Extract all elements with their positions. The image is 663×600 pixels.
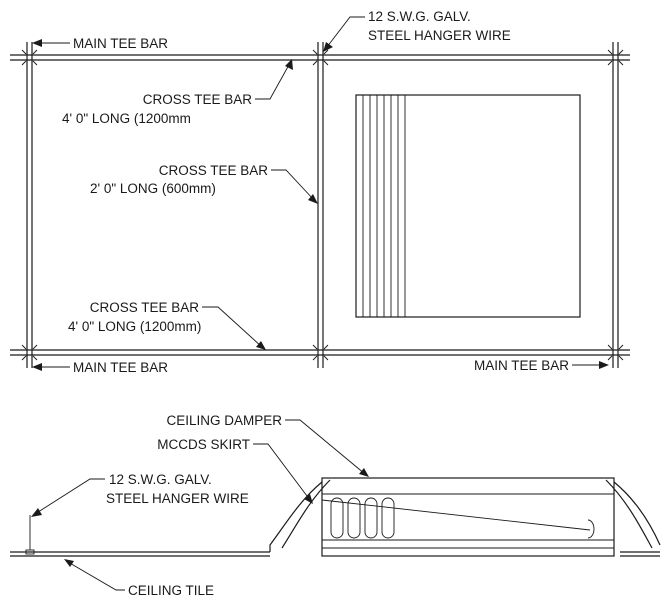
arrow-skirt: [304, 494, 313, 504]
plan-view: MAIN TEE BAR 12 S.W.G. GALV. STEEL HANGE…: [10, 9, 630, 375]
label-cross-tee-2-line2: 2' 0" LONG (600mm): [90, 181, 216, 196]
section-view: CEILING DAMPER MCCDS SKIRT 12 S.W.G. GAL…: [10, 413, 661, 598]
skirt-left-outer: [269, 481, 323, 552]
label-hanger-top-line1: 12 S.W.G. GALV.: [368, 9, 471, 24]
damper-pivot: [587, 519, 595, 539]
label-cross-tee-2-line1: CROSS TEE BAR: [159, 163, 269, 178]
ceiling-damper-plan: [355, 94, 581, 318]
ceiling-damper-section: [321, 477, 615, 557]
label-cross-tee-3-line1: CROSS TEE BAR: [90, 300, 200, 315]
label-hanger-section-line1: 12 S.W.G. GALV.: [109, 472, 212, 487]
label-hanger-top-line2: STEEL HANGER WIRE: [368, 28, 511, 43]
junction-ticks: [21, 49, 624, 361]
arrow-ceiling-damper: [359, 468, 369, 477]
leader-cross-tee-3: [202, 306, 263, 348]
damper-blades-plan: [362, 95, 406, 317]
label-ceiling-damper: CEILING DAMPER: [166, 413, 282, 428]
arrow-cross-tee-2: [308, 194, 318, 204]
skirt-left-inner: [281, 479, 331, 549]
damper-coils: [330, 497, 395, 539]
label-main-tee-bottom-right: MAIN TEE BAR: [474, 358, 569, 373]
arrow-cross-tee-3: [256, 341, 266, 350]
leader-ceiling-tile: [67, 561, 125, 591]
skirt-right-outer: [613, 481, 661, 546]
arrow-hanger-section: [31, 508, 42, 517]
leader-cross-tee-2: [271, 169, 315, 201]
label-cross-tee-1-line1: CROSS TEE BAR: [143, 92, 253, 107]
label-main-tee-top: MAIN TEE BAR: [73, 36, 168, 51]
leader-ceiling-damper: [285, 419, 366, 475]
arrow-main-tee-bottom-right: [599, 361, 609, 369]
label-ceiling-tile: CEILING TILE: [128, 583, 214, 598]
hanger-clip: [25, 549, 35, 555]
arrow-hanger-top: [323, 42, 333, 52]
arrow-ceiling-tile: [64, 559, 74, 567]
label-skirt: MCCDS SKIRT: [157, 437, 250, 452]
label-cross-tee-3-line2: 4' 0" LONG (1200mm): [68, 319, 201, 334]
arrow-cross-tee-1: [285, 59, 293, 70]
damper-blade-linkage: [321, 499, 591, 531]
label-hanger-section-line2: STEEL HANGER WIRE: [106, 491, 249, 506]
arrow-main-tee-bottom-left: [32, 363, 42, 371]
leader-skirt: [253, 443, 311, 501]
leader-cross-tee-1: [255, 62, 291, 100]
label-cross-tee-1-line2: 4' 0" LONG (1200mm: [62, 111, 191, 126]
arrow-main-tee-top: [32, 39, 42, 47]
label-main-tee-bottom-left: MAIN TEE BAR: [73, 360, 168, 375]
skirt-right-inner: [605, 479, 653, 549]
leader-hanger-top: [326, 16, 365, 48]
leader-hanger-section: [34, 478, 105, 515]
